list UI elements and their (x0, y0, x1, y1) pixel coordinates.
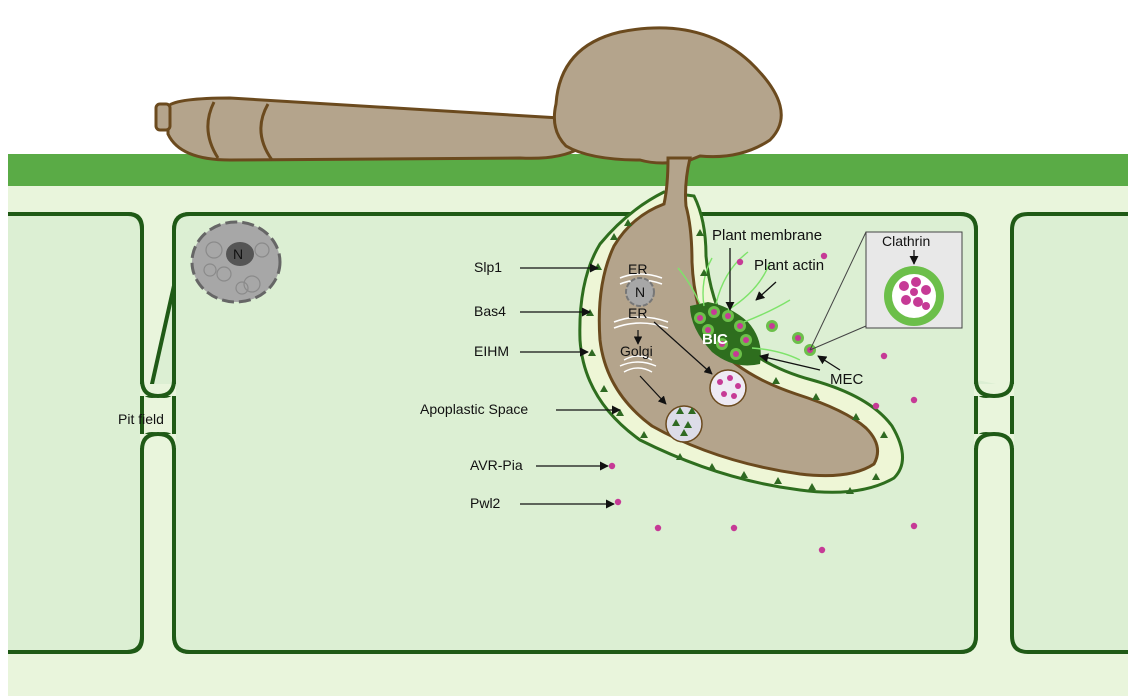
plant-nucleus: N (192, 222, 280, 302)
bas4-label: Bas4 (474, 303, 506, 319)
er-bottom-label: ER (628, 305, 647, 321)
pit-field-label: Pit field (118, 411, 164, 427)
leaf-cuticle (8, 154, 1128, 186)
fungal-appressorium (554, 28, 781, 163)
plant-membrane-label: Plant membrane (712, 227, 822, 244)
slp1-label: Slp1 (474, 259, 502, 275)
er-top-label: ER (628, 261, 647, 277)
effector-vesicle-dots (710, 370, 746, 406)
fungal-conidium (156, 98, 587, 160)
effector-vesicle-triangles (666, 406, 702, 442)
mec-label: MEC (830, 371, 864, 388)
eihm-label: EIHM (474, 343, 509, 359)
plant-cell-right-body (1012, 214, 1128, 652)
clathrin-label: Clathrin (882, 233, 930, 249)
apoplastic-space-label: Apoplastic Space (420, 401, 528, 417)
pwl2-label: Pwl2 (470, 495, 501, 511)
golgi-label: Golgi (620, 343, 653, 359)
plant-cell-left-body (8, 214, 142, 652)
avr-pia-label: AVR-Pia (470, 457, 523, 473)
fungal-nucleus-label: N (635, 284, 645, 300)
bic-label: BIC (702, 331, 728, 348)
plant-nucleus-label: N (233, 246, 243, 262)
plant-actin-label: Plant actin (754, 257, 824, 274)
